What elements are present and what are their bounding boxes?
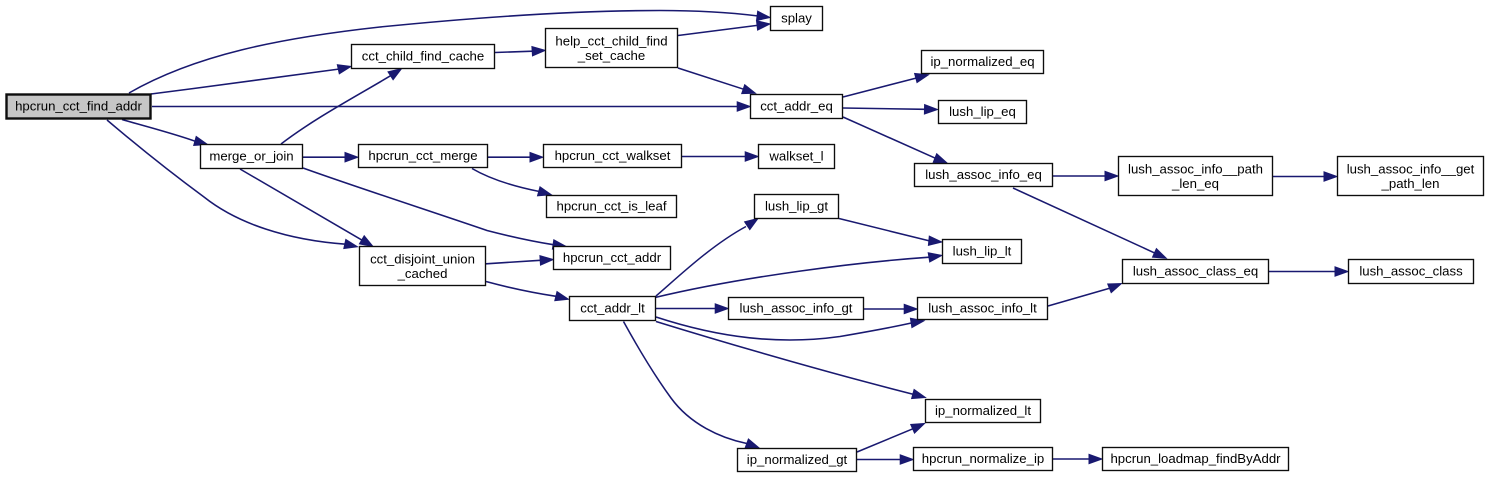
svg-text:lush_assoc_info__get: lush_assoc_info__get: [1347, 161, 1475, 176]
svg-text:lush_lip_gt: lush_lip_gt: [765, 199, 828, 214]
svg-text:ip_normalized_lt: ip_normalized_lt: [935, 403, 1031, 418]
svg-text:_cached: _cached: [397, 266, 448, 281]
svg-text:_set_cache: _set_cache: [577, 48, 645, 63]
svg-text:lush_assoc_info__path: lush_assoc_info__path: [1128, 161, 1263, 176]
svg-text:hpcrun_cct_addr: hpcrun_cct_addr: [563, 250, 662, 265]
svg-text:_len_eq: _len_eq: [1171, 176, 1219, 191]
svg-text:cct_disjoint_union: cct_disjoint_union: [370, 251, 475, 266]
svg-text:hpcrun_cct_merge: hpcrun_cct_merge: [368, 148, 477, 163]
svg-text:hpcrun_loadmap_findByAddr: hpcrun_loadmap_findByAddr: [1110, 451, 1281, 466]
svg-text:lush_lip_eq: lush_lip_eq: [949, 104, 1016, 119]
svg-text:hpcrun_cct_walkset: hpcrun_cct_walkset: [555, 148, 671, 163]
svg-text:hpcrun_normalize_ip: hpcrun_normalize_ip: [922, 451, 1044, 466]
svg-text:lush_assoc_info_eq: lush_assoc_info_eq: [925, 167, 1042, 182]
svg-text:lush_assoc_info_gt: lush_assoc_info_gt: [740, 301, 853, 316]
svg-text:ip_normalized_eq: ip_normalized_eq: [930, 54, 1034, 69]
svg-text:splay: splay: [781, 11, 812, 26]
svg-text:hpcrun_cct_find_addr: hpcrun_cct_find_addr: [15, 99, 142, 114]
svg-text:lush_assoc_info_lt: lush_assoc_info_lt: [928, 301, 1037, 316]
svg-text:cct_child_find_cache: cct_child_find_cache: [362, 49, 484, 64]
svg-text:cct_addr_eq: cct_addr_eq: [760, 99, 833, 114]
svg-text:help_cct_child_find: help_cct_child_find: [555, 33, 667, 48]
svg-text:lush_assoc_class: lush_assoc_class: [1359, 264, 1463, 279]
svg-text:hpcrun_cct_is_leaf: hpcrun_cct_is_leaf: [557, 199, 667, 214]
svg-text:_path_len: _path_len: [1381, 176, 1440, 191]
svg-text:cct_addr_lt: cct_addr_lt: [580, 301, 645, 316]
svg-text:lush_assoc_class_eq: lush_assoc_class_eq: [1133, 264, 1258, 279]
svg-text:ip_normalized_gt: ip_normalized_gt: [747, 452, 848, 467]
svg-text:merge_or_join: merge_or_join: [209, 149, 293, 164]
svg-text:lush_lip_lt: lush_lip_lt: [953, 244, 1012, 259]
svg-text:walkset_l: walkset_l: [768, 149, 823, 164]
